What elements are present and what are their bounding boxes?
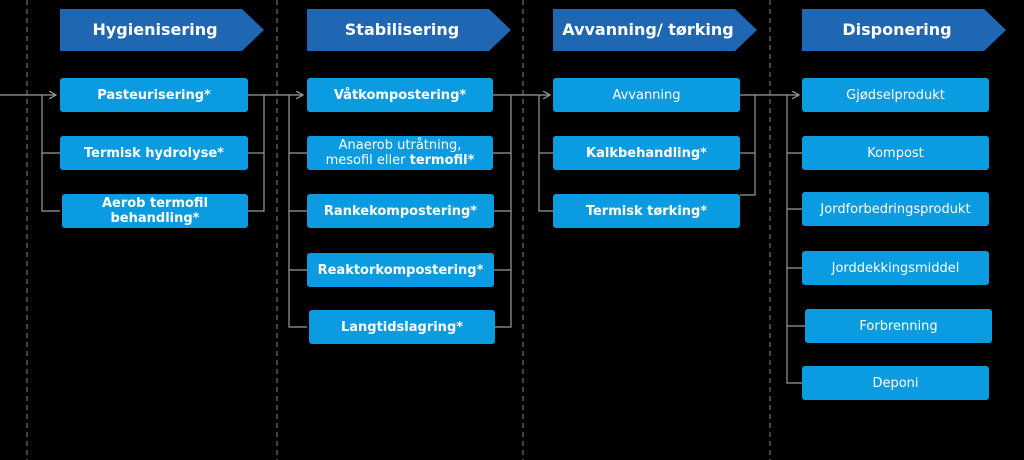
box-reaktorkompostering: Reaktorkompostering* (307, 253, 494, 287)
box-aerob-termofil-behandling: Aerob termofil behandling* (62, 194, 248, 228)
header-label: Disponering (842, 20, 952, 39)
box-pasteurisering: Pasteurisering* (60, 78, 248, 112)
box-label: Kalkbehandling* (586, 145, 707, 161)
column-dividers (26, 0, 771, 460)
box-label: Pasteurisering* (97, 87, 211, 103)
header-disponering: Disponering (802, 9, 1006, 51)
box-label: Rankekompostering* (323, 203, 478, 219)
box-label: Gjødselprodukt (846, 87, 945, 103)
bracket-left-4-branches (787, 152, 805, 327)
box-label: Aerob termofil behandling* (102, 196, 208, 226)
box-label-line1: Aerob termofil (101, 196, 209, 211)
box-label: Deponi (872, 375, 919, 391)
bracket-left-4 (786, 95, 802, 384)
box-termisk-hydrolyse: Termisk hydrolyse* (60, 136, 248, 170)
box-deponi: Deponi (802, 366, 989, 400)
header-label: Stabilisering (344, 20, 460, 39)
box-vatkompostering: Våtkompostering* (307, 78, 493, 112)
box-kompost: Kompost (802, 136, 989, 170)
connectors (0, 94, 805, 384)
box-label: Reaktorkompostering* (317, 262, 484, 278)
box-kalkbehandling: Kalkbehandling* (553, 136, 740, 170)
box-label: Langtidslagring* (340, 319, 464, 335)
box-label-line2-bold: termofil* (409, 153, 475, 168)
box-label: Anaerob utråtning, mesofil eller termofi… (326, 138, 475, 168)
bracket-right-2-branches (493, 152, 511, 271)
box-langtidslagring: Langtidslagring* (309, 310, 495, 344)
header-label: Avvanning/ tørking (562, 21, 734, 39)
box-label: Våtkompostering* (333, 87, 467, 103)
bracket-left-1 (41, 95, 60, 212)
box-label: Avvanning (612, 87, 681, 103)
box-label-line2: mesofil eller termofil* (326, 153, 475, 168)
box-label: Jorddekkingsmiddel (831, 260, 960, 276)
box-anaerob-utratning: Anaerob utråtning, mesofil eller termofi… (307, 136, 493, 170)
box-label: Termisk tørking* (585, 203, 708, 219)
box-label-line2-normal: mesofil eller (325, 153, 410, 168)
header-hygienisering: Hygienisering (60, 9, 264, 51)
bracket-left-2-branches (289, 152, 307, 271)
header-label-line1: Avvanning/ (562, 20, 663, 39)
bracket-right-3 (740, 94, 756, 196)
header-stabilisering: Stabilisering (307, 9, 511, 51)
box-label: Kompost (867, 145, 924, 161)
box-jordforbedringsprodukt: Jordforbedringsprodukt (802, 192, 989, 226)
box-forbrenning: Forbrenning (805, 309, 992, 343)
header-label: Hygienisering (92, 20, 218, 39)
box-termisk-torking: Termisk tørking* (553, 194, 740, 228)
box-label-line2: behandling* (110, 211, 200, 226)
box-label: Jordforbedringsprodukt (820, 201, 971, 217)
box-rankekompostering: Rankekompostering* (307, 194, 494, 228)
box-gjodselprodukt: Gjødselprodukt (802, 78, 989, 112)
box-label: Termisk hydrolyse* (84, 145, 224, 161)
box-jorddekkingsmiddel: Jorddekkingsmiddel (802, 251, 989, 285)
box-avvanning: Avvanning (553, 78, 740, 112)
header-label-line2: tørking (668, 20, 734, 39)
bracket-left-3 (538, 95, 553, 212)
box-label: Forbrenning (859, 318, 938, 334)
bracket-left-2 (288, 95, 307, 328)
header-avvanning-torking: Avvanning/ tørking (553, 9, 757, 51)
box-label-line1: Anaerob utråtning, (338, 138, 462, 153)
